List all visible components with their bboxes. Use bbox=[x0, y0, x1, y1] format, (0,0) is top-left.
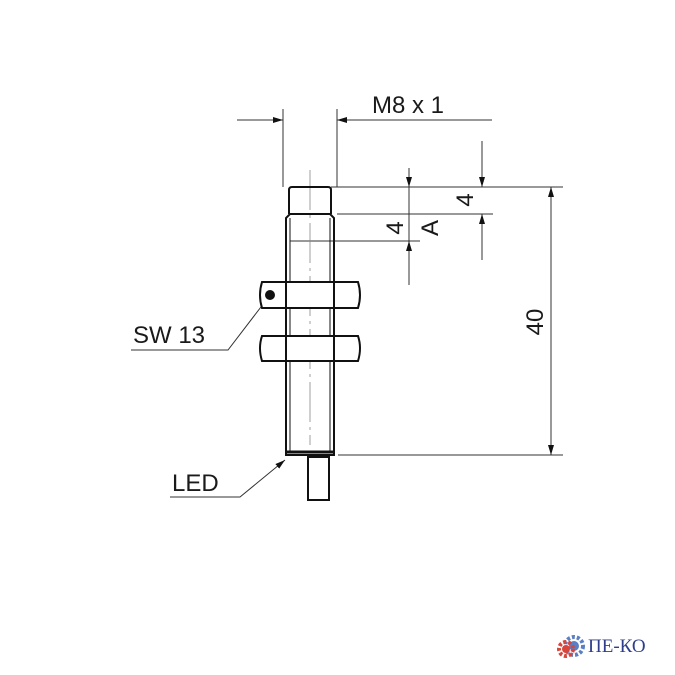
wrench-size-label: SW 13 bbox=[133, 322, 205, 349]
brand-logo: ПЕ-КО bbox=[556, 634, 646, 660]
brand-name: ПЕ-КО bbox=[588, 636, 646, 657]
sensor-body bbox=[259, 186, 361, 501]
thread-label: M8 x 1 bbox=[372, 92, 444, 119]
led-dot bbox=[265, 290, 275, 300]
connector-pin bbox=[307, 456, 330, 501]
nut-lower bbox=[259, 335, 361, 362]
cap-height-value: 4 bbox=[452, 193, 479, 206]
gears-icon bbox=[557, 635, 585, 658]
threaded-barrel bbox=[285, 213, 335, 456]
sensing-distance-value: 4 bbox=[382, 221, 409, 234]
dimension-lines bbox=[131, 109, 563, 498]
led-label: LED bbox=[172, 470, 219, 497]
sensing-cap bbox=[288, 186, 332, 214]
length-value: 40 bbox=[522, 309, 549, 336]
sensing-distance-label: A bbox=[417, 220, 444, 236]
